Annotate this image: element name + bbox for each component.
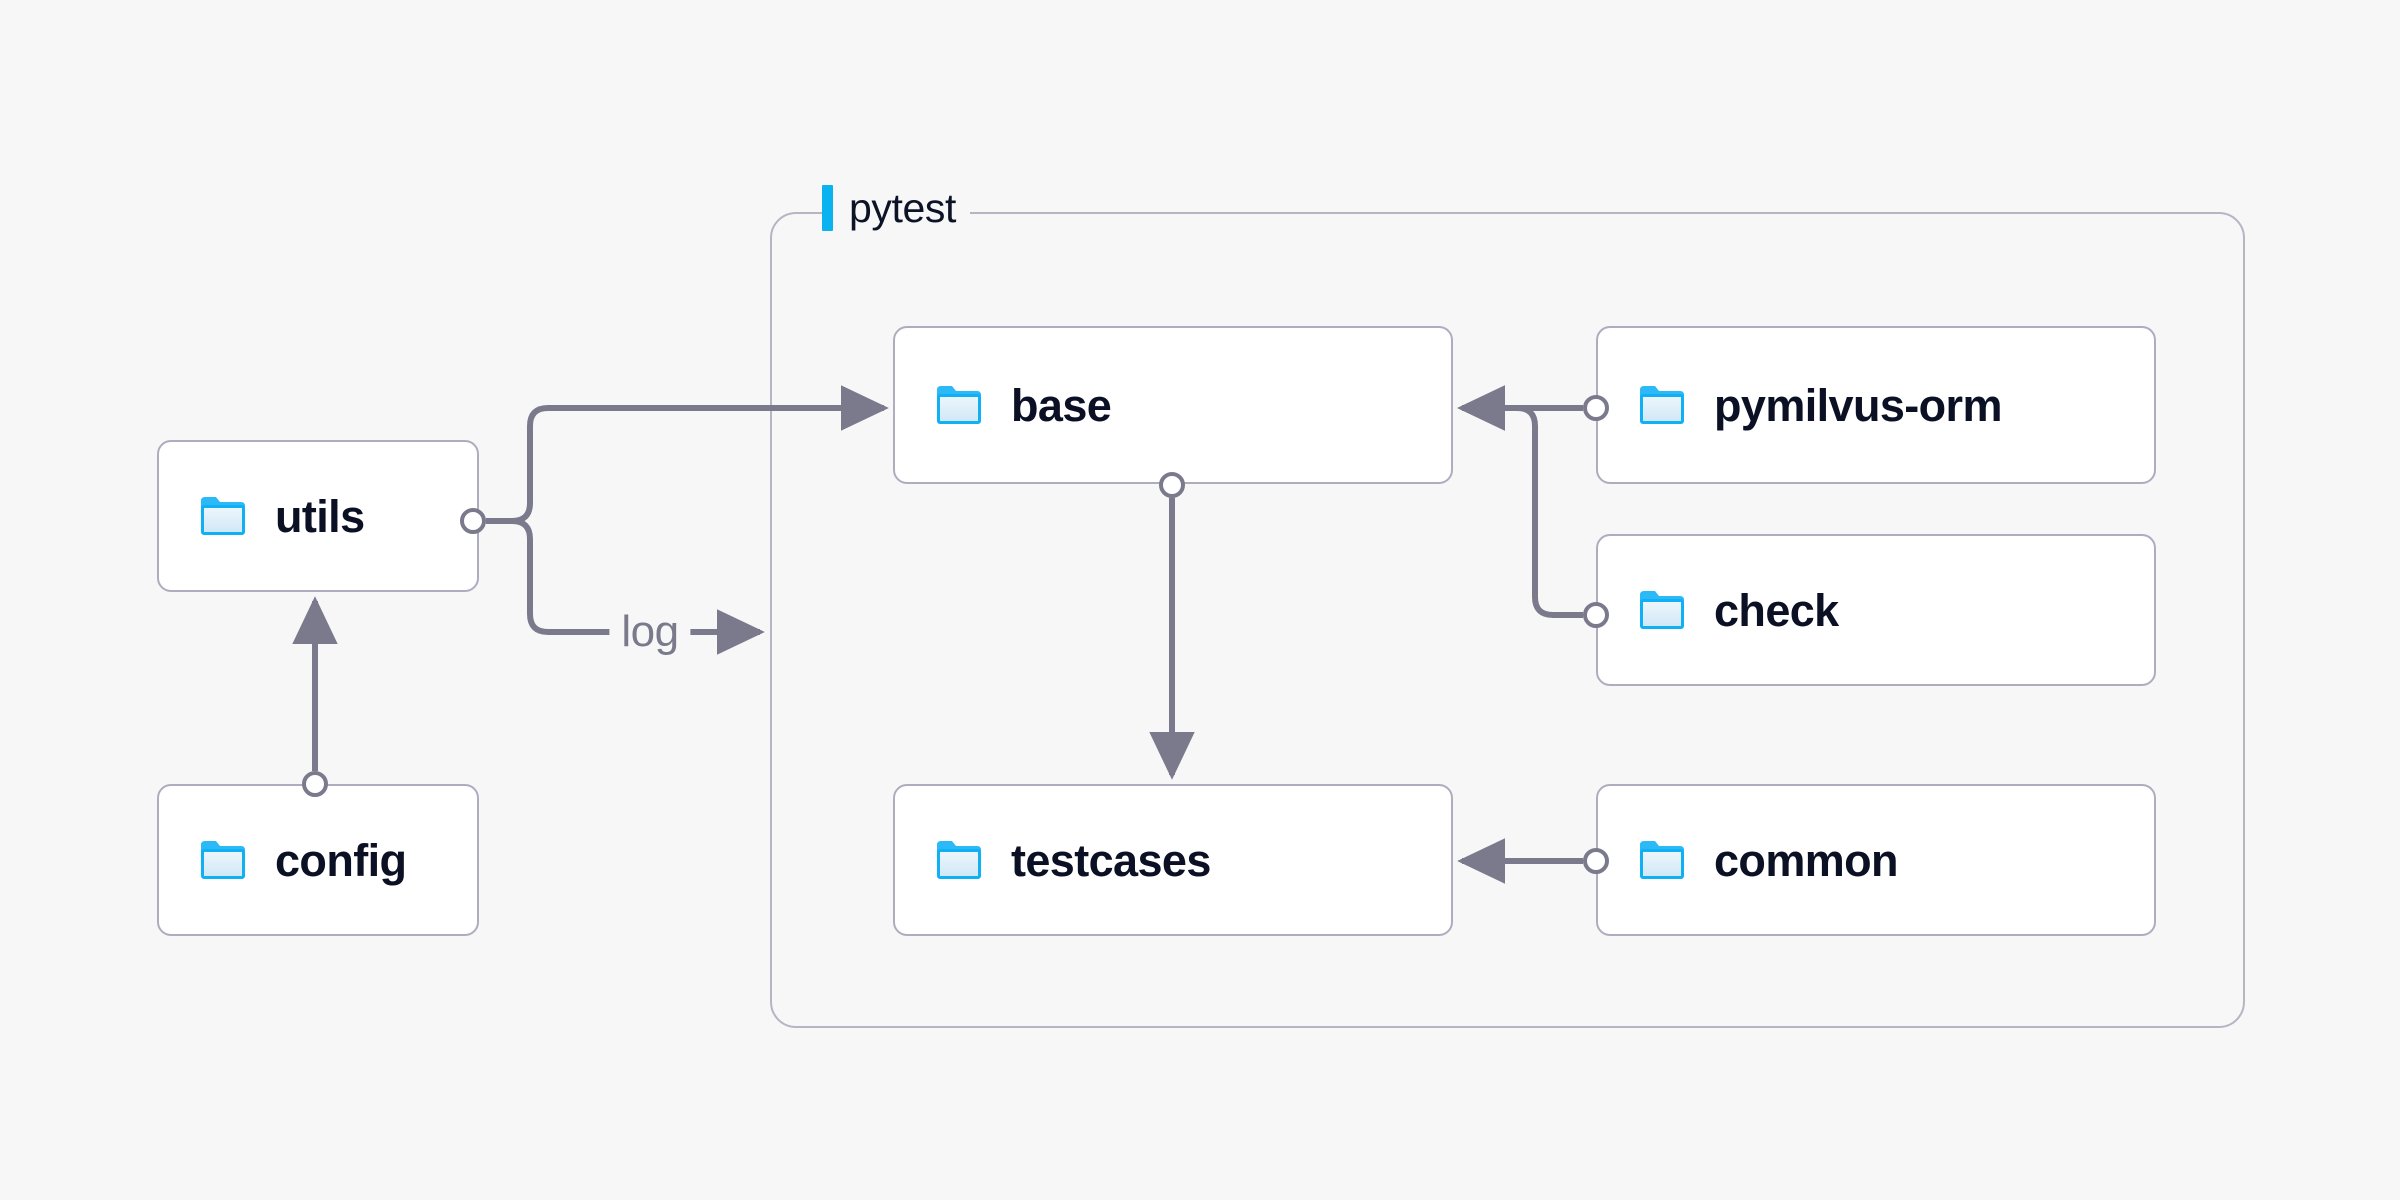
node-base[interactable]: base	[893, 326, 1453, 484]
node-testcases[interactable]: testcases	[893, 784, 1453, 936]
folder-icon	[1638, 384, 1686, 426]
node-label: common	[1714, 834, 1899, 886]
node-label: check	[1714, 584, 1839, 636]
group-title: pytest	[849, 184, 956, 231]
port-config-top[interactable]	[302, 771, 328, 797]
node-label: utils	[275, 490, 365, 542]
folder-icon	[1638, 839, 1686, 881]
node-label: pymilvus-orm	[1714, 379, 2002, 431]
folder-icon	[935, 384, 983, 426]
node-label: base	[1011, 379, 1112, 431]
node-utils[interactable]: utils	[157, 440, 479, 592]
node-common[interactable]: common	[1596, 784, 2156, 936]
group-accent-bar	[822, 185, 833, 231]
node-label: config	[275, 834, 407, 886]
folder-icon	[935, 839, 983, 881]
port-base-bottom[interactable]	[1159, 472, 1185, 498]
folder-icon	[1638, 589, 1686, 631]
folder-icon	[199, 839, 247, 881]
node-pymilvus-orm[interactable]: pymilvus-orm	[1596, 326, 2156, 484]
edge-label-log: log	[609, 610, 691, 654]
port-pymilvus-orm-left[interactable]	[1583, 395, 1609, 421]
port-check-left[interactable]	[1583, 602, 1609, 628]
port-utils-right[interactable]	[460, 508, 486, 534]
group-container-pytest[interactable]	[770, 212, 2245, 1028]
node-check[interactable]: check	[1596, 534, 2156, 686]
node-config[interactable]: config	[157, 784, 479, 936]
node-label: testcases	[1011, 834, 1211, 886]
port-common-left[interactable]	[1583, 848, 1609, 874]
folder-icon	[199, 495, 247, 537]
group-label-pytest[interactable]: pytest	[822, 180, 970, 236]
